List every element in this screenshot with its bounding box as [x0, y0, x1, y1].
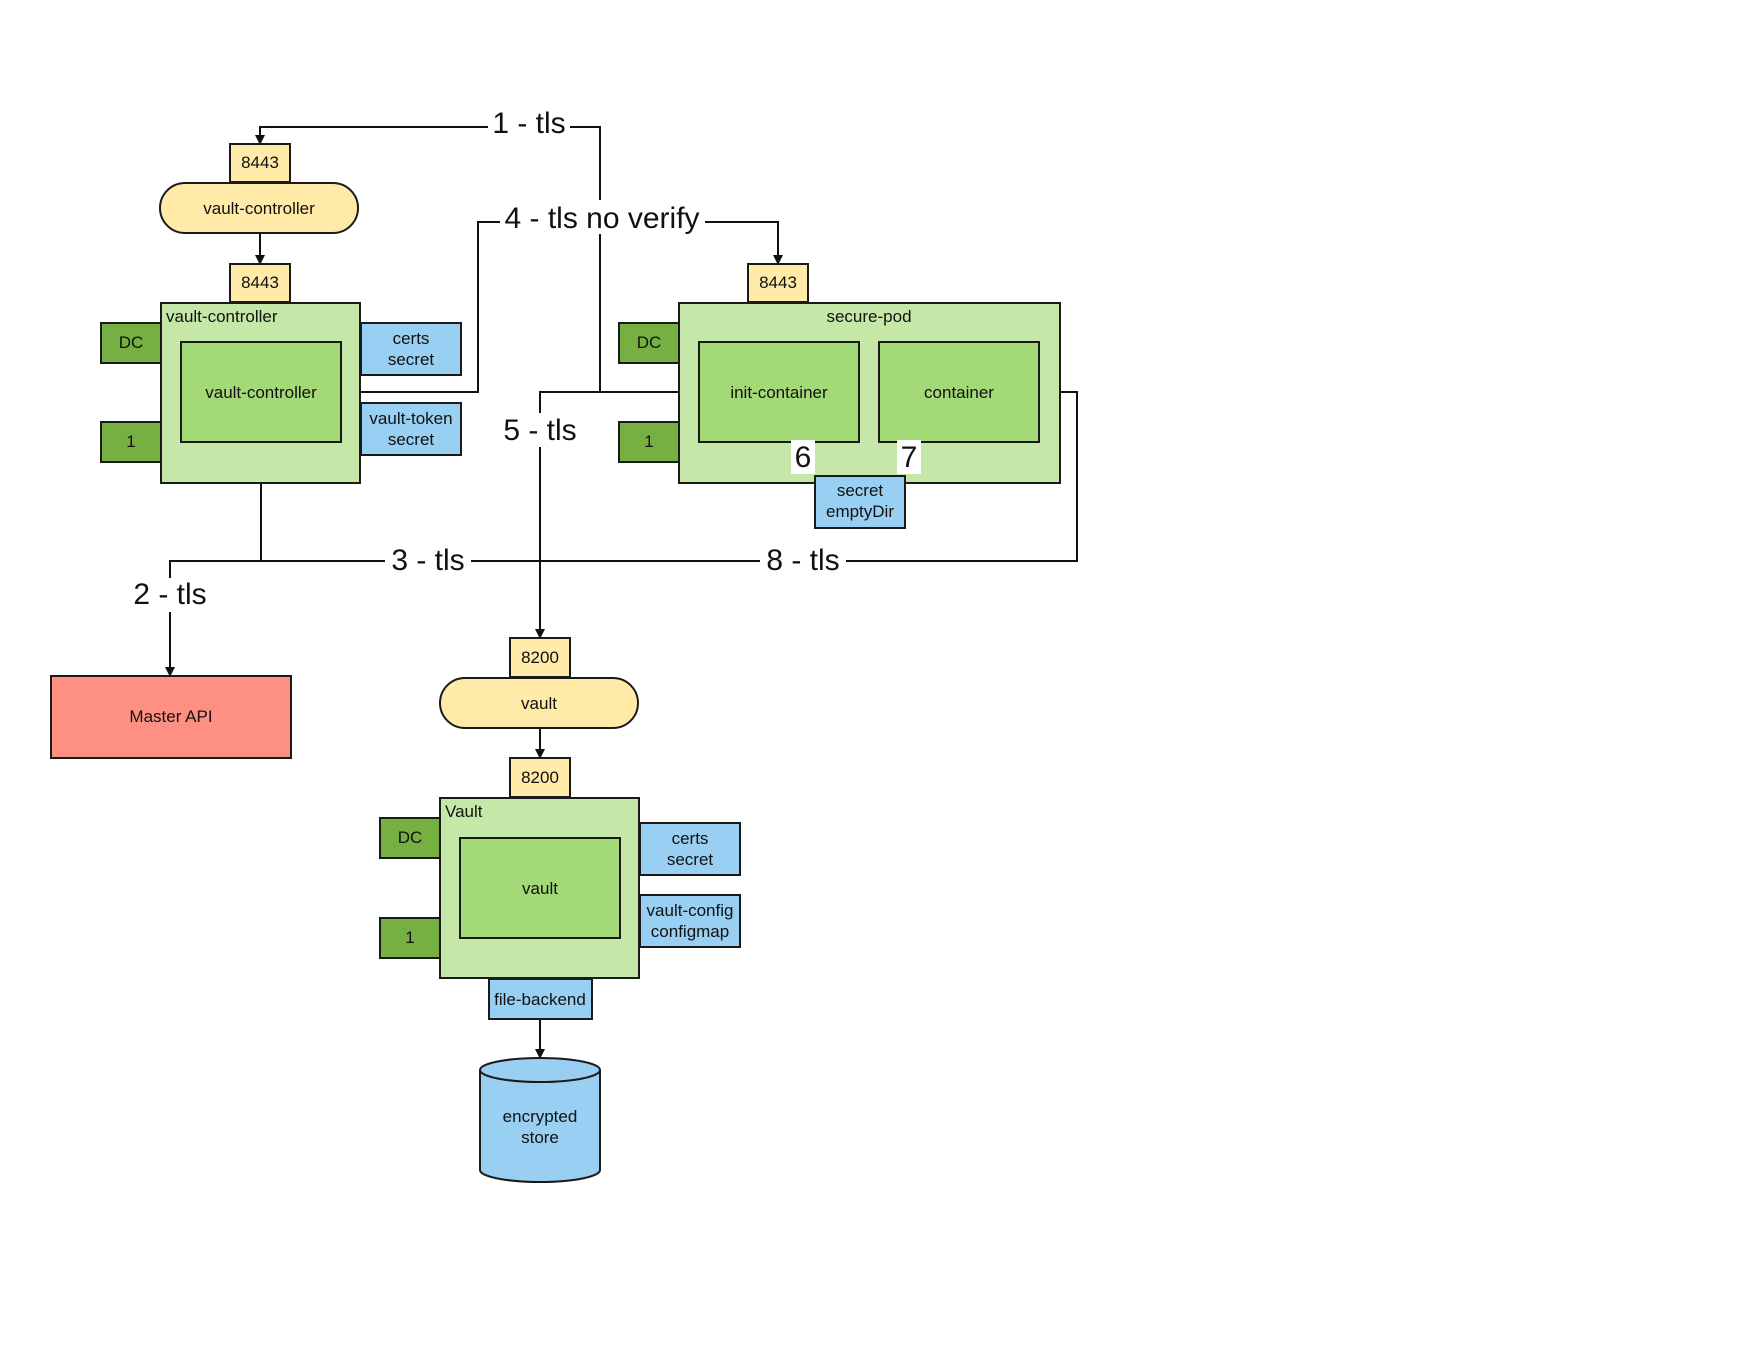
v-replicas-label: 1	[405, 928, 414, 947]
v-inner[interactable]	[459, 837, 621, 939]
v-certs-secret[interactable]	[639, 822, 741, 876]
sp-dc-label: DC	[637, 333, 662, 352]
edge-labels: 1 - tls 4 - tls no verify 5 - tls 2 - tl…	[127, 106, 921, 612]
edge-2-3-tls	[165, 442, 262, 677]
sp-replicas-label: 1	[644, 432, 653, 451]
vc-replicas-badge	[100, 421, 162, 463]
vc-certs-line2: secret	[388, 350, 435, 369]
sp-app-container[interactable]	[878, 341, 1040, 443]
store-line1: encrypted	[503, 1107, 578, 1126]
vc-replicas-label: 1	[126, 432, 135, 451]
store-line2: store	[521, 1128, 559, 1147]
master-api[interactable]	[50, 675, 292, 759]
sp-title: secure-pod	[826, 307, 911, 326]
vc-inner[interactable]	[180, 341, 342, 443]
v-title: Vault	[445, 802, 483, 821]
edge-5-tls	[535, 391, 697, 639]
vc-service[interactable]	[159, 182, 359, 234]
vc-token-line2: secret	[388, 430, 435, 449]
vc-inner-label: vault-controller	[205, 383, 317, 402]
edge-label-2: 2 - tls	[133, 578, 206, 611]
v-port-top-label: 8200	[521, 648, 559, 667]
edge-label-5: 5 - tls	[503, 414, 576, 447]
sp-container-label: container	[924, 383, 994, 402]
v-service[interactable]	[439, 677, 639, 729]
store-top	[479, 1057, 601, 1083]
v-dc-badge	[379, 817, 441, 859]
edge-label-7: 7	[901, 441, 918, 474]
vc-token-secret[interactable]	[360, 402, 462, 456]
edge-4-tls-no-verify	[342, 221, 783, 393]
sp-empty-line2: emptyDir	[826, 502, 894, 521]
sp-port[interactable]	[747, 263, 809, 303]
edge-label-1: 1 - tls	[492, 107, 565, 140]
sp-port-label: 8443	[759, 273, 797, 292]
vc-port-mid-label: 8443	[241, 273, 279, 292]
vc-token-line1: vault-token	[369, 409, 452, 428]
v-backend-label: file-backend	[494, 990, 586, 1009]
edge-1-tls	[255, 126, 601, 392]
edge-label-6: 6	[795, 441, 812, 474]
v-file-backend[interactable]	[488, 978, 593, 1020]
vc-container-title: vault-controller	[166, 307, 278, 326]
vc-dc-badge	[100, 322, 162, 364]
sp-replicas-badge	[618, 421, 680, 463]
edge-label-8: 8 - tls	[766, 544, 839, 577]
edge-label-4: 4 - tls no verify	[504, 202, 699, 235]
store-body	[479, 1070, 601, 1183]
v-cfg-line2: configmap	[651, 922, 729, 941]
vc-certs-secret[interactable]	[360, 322, 462, 376]
v-certs-line1: certs	[672, 829, 709, 848]
sp-init-container[interactable]	[698, 341, 860, 443]
v-service-label: vault	[521, 694, 557, 713]
v-inner-label: vault	[522, 879, 558, 898]
secure-pod-group: 8443 secure-pod init-container container…	[618, 263, 1061, 529]
v-port-mid-label: 8200	[521, 768, 559, 787]
sp-empty-line1: secret	[837, 481, 884, 500]
vault-controller-group: 8443 vault-controller 8443 vault-control…	[100, 143, 462, 484]
sp-secret-emptydir[interactable]	[814, 475, 906, 529]
vc-certs-line1: certs	[393, 329, 430, 348]
v-replicas-badge	[379, 917, 441, 959]
v-dc-label: DC	[398, 828, 423, 847]
v-certs-line2: secret	[667, 850, 714, 869]
vc-port-top-label: 8443	[241, 153, 279, 172]
master-api-label: Master API	[129, 707, 212, 726]
master-api-group: Master API	[50, 675, 292, 759]
encrypted-store[interactable]	[479, 1057, 601, 1183]
sp-init-label: init-container	[730, 383, 828, 402]
vc-service-label: vault-controller	[203, 199, 315, 218]
v-config-configmap[interactable]	[639, 894, 741, 948]
sp-dc-badge	[618, 322, 680, 364]
edge-label-3: 3 - tls	[391, 544, 464, 577]
vc-dc-label: DC	[119, 333, 144, 352]
v-cfg-line1: vault-config	[647, 901, 734, 920]
vault-group: 8200 vault 8200 Vault vault DC 1 certs s…	[379, 637, 741, 1183]
vc-port-mid[interactable]	[229, 263, 291, 303]
